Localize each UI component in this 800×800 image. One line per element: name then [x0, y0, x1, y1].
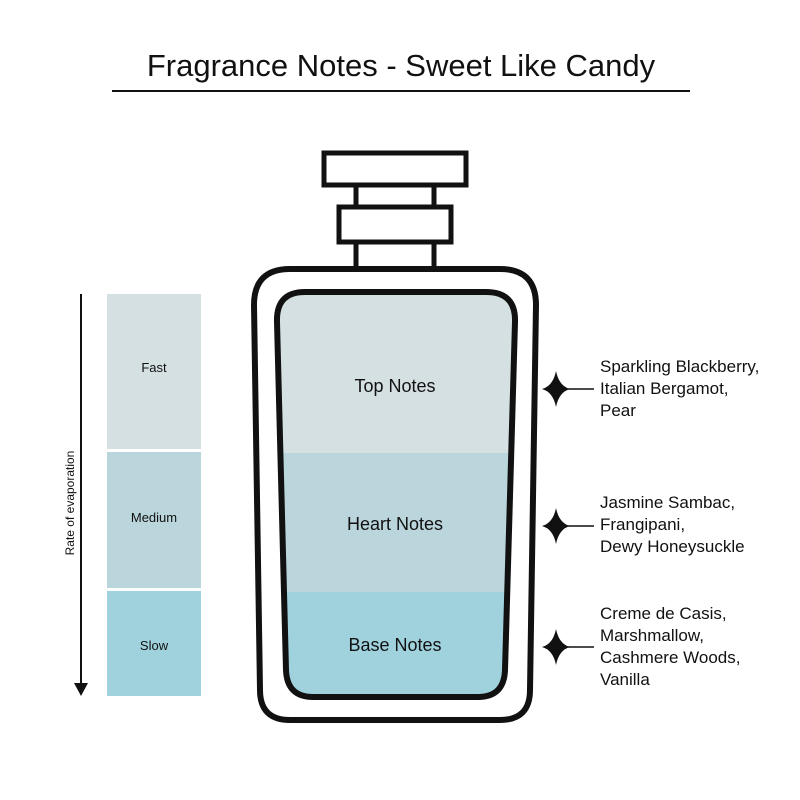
bottle-inner-outline: [273, 289, 519, 700]
axis-label: Rate of evaporation: [63, 450, 77, 556]
sparkle-heart: [542, 508, 594, 544]
bottle-neck-upper: [353, 182, 437, 210]
bottle-cap-collar: [336, 204, 454, 245]
layer-label-top: Top Notes: [354, 376, 436, 396]
layer-base-notes: [276, 592, 516, 697]
sparkle-icon: [542, 508, 570, 544]
base-notes-list: Creme de Casis, Marshmallow, Cashmere Wo…: [600, 603, 740, 691]
scale-label-fast: Fast: [141, 360, 167, 375]
note-item: Dewy Honeysuckle: [600, 537, 745, 556]
note-item: Jasmine Sambac,: [600, 493, 736, 512]
page-title: Fragrance Notes - Sweet Like Candy: [112, 48, 690, 92]
note-item: Frangipani,: [600, 515, 686, 534]
note-item: Cashmere Woods,: [600, 648, 741, 667]
scale-medium: [107, 452, 201, 588]
heart-notes-list: Jasmine Sambac, Frangipani, Dewy Honeysu…: [600, 492, 745, 558]
sparkle-top: [542, 371, 594, 407]
bottle-cap-top: [321, 150, 469, 188]
sparkle-icon: [542, 629, 570, 665]
note-item: Vanilla: [600, 670, 650, 689]
note-item: Sparkling Blackberry,: [600, 357, 760, 376]
scale-label-slow: Slow: [139, 638, 169, 653]
scale-fast: [107, 294, 201, 449]
note-item: Marshmallow,: [600, 626, 704, 645]
scale-label-medium: Medium: [130, 510, 178, 525]
layer-label-heart: Heart Notes: [346, 514, 444, 534]
note-item: Pear: [600, 401, 636, 420]
arrow-head-icon: [74, 683, 88, 696]
layer-label-base: Base Notes: [348, 635, 442, 655]
note-item: Italian Bergamot,: [600, 379, 729, 398]
sparkle-icon: [542, 371, 570, 407]
scale-slow: [107, 591, 201, 696]
layer-heart-notes: [276, 453, 516, 592]
note-item: Creme de Casis,: [600, 604, 727, 623]
top-notes-list: Sparkling Blackberry, Italian Bergamot, …: [600, 356, 759, 422]
layer-top-notes: [276, 292, 516, 453]
sparkle-base: [542, 629, 594, 665]
bottle-neck-lower: [353, 239, 437, 273]
